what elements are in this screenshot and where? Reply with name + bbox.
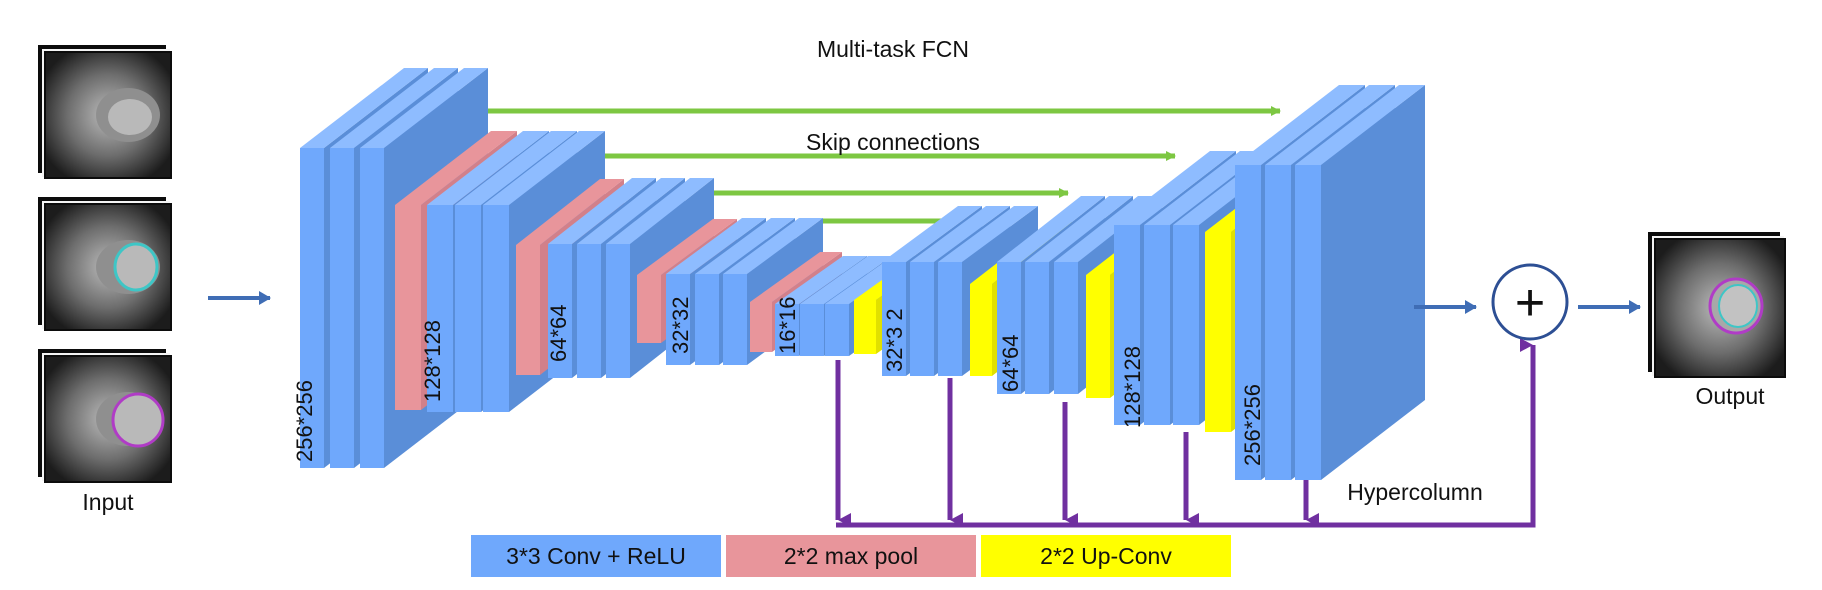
- input-label: Input: [82, 489, 134, 515]
- legend-maxpool-label: 2*2 max pool: [783, 542, 919, 569]
- mri-slice-cyan-contour-icon: [38, 197, 172, 331]
- conv-relu-block: [1295, 85, 1425, 480]
- plus-circle-icon: [1491, 263, 1569, 341]
- flow-arrows: [208, 291, 1641, 314]
- resolution-label: 128*128: [1120, 346, 1145, 428]
- resolution-label: 256*256: [1240, 384, 1265, 466]
- skip-connections-label: Skip connections: [806, 129, 980, 155]
- hypercolumn-label: Hypercolumn: [1347, 479, 1483, 505]
- hypercolumn-arrows: [835, 338, 1536, 528]
- diagram-title: Multi-task FCN: [817, 36, 969, 62]
- sum-node: +: [1491, 263, 1569, 341]
- legend-conv-label: 3*3 Conv + ReLU: [506, 542, 686, 569]
- mri-slice-icon: [38, 45, 172, 179]
- resolution-label: 32*3 2: [882, 308, 907, 372]
- resolution-label: 64*64: [998, 334, 1023, 392]
- mri-slice-purple-contour-icon: [38, 349, 172, 483]
- skip-connections: [470, 106, 1281, 226]
- input-images: [38, 45, 172, 483]
- mri-slice-output-contour-icon: [1648, 232, 1786, 378]
- network-blocks: [300, 68, 1425, 480]
- output-label: Output: [1695, 383, 1765, 409]
- resolution-label: 256*256: [292, 380, 317, 462]
- resolution-labels: 256*256 128*128 64*64 32*32 16*16 32*3 2 64*64…: [292, 296, 1265, 466]
- legend-conv: 3*3 Conv + ReLU: [471, 535, 721, 577]
- resolution-label: 32*32: [668, 296, 693, 354]
- hypercolumn-bus: [836, 338, 1536, 528]
- legend-upconv: 2*2 Up-Conv: [981, 535, 1231, 577]
- resolution-label: 128*128: [420, 320, 445, 402]
- plus-symbol: +: [1515, 274, 1545, 332]
- legend-maxpool: 2*2 max pool: [726, 535, 976, 577]
- resolution-label: 64*64: [546, 304, 571, 362]
- legend-upconv-label: 2*2 Up-Conv: [1040, 542, 1172, 569]
- resolution-label: 16*16: [775, 296, 800, 354]
